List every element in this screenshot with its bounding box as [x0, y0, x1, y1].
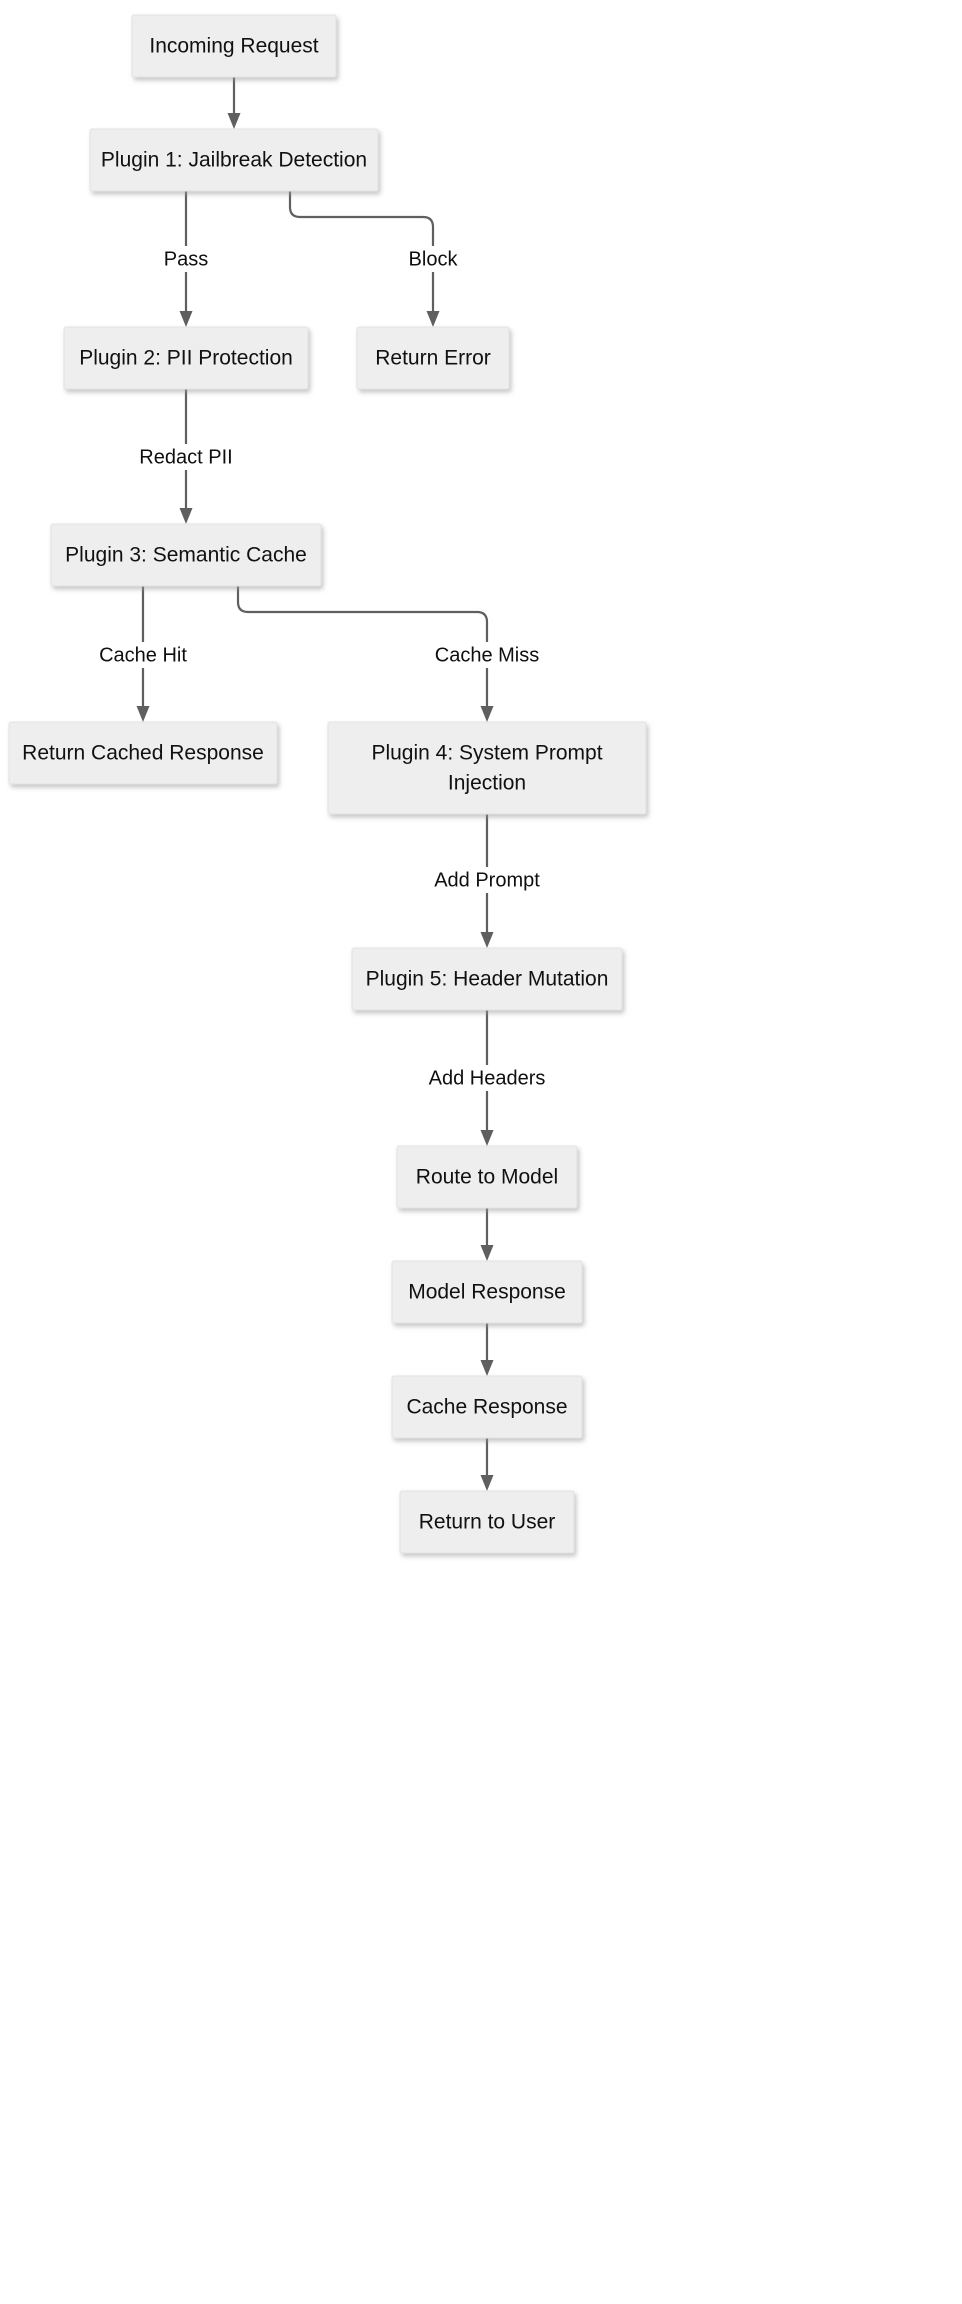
edge-line	[236, 586, 489, 707]
node-label: Plugin 5: Header Mutation	[366, 968, 609, 991]
edge-label-text: Cache Hit	[99, 644, 187, 666]
edge-label-backdrop	[160, 246, 212, 272]
node-box	[327, 721, 647, 815]
edge-label-backdrop	[90, 642, 196, 668]
edge-label-plugin4-plugin5: Add Prompt	[429, 867, 545, 893]
arrow-head-icon	[480, 932, 494, 948]
node-box	[399, 1490, 575, 1554]
arrow-head-icon	[179, 508, 193, 524]
flow-node-plugin3[interactable]: Plugin 3: Semantic Cache	[50, 523, 322, 587]
node-label: Cache Response	[406, 1396, 567, 1419]
flow-node-plugin5[interactable]: Plugin 5: Header Mutation	[351, 947, 623, 1011]
edge-label-text: Redact PII	[139, 446, 232, 468]
edge-label-backdrop	[429, 867, 545, 893]
arrow-head-icon	[480, 1360, 494, 1376]
flow-edge-plugin3-plugin4	[236, 586, 494, 722]
node-box	[89, 128, 379, 192]
node-label: Return Error	[375, 347, 491, 370]
arrow-head-icon	[227, 113, 241, 129]
node-box	[351, 947, 623, 1011]
flow-edge-plugin1-returnerror	[288, 191, 440, 327]
edge-label-plugin2-plugin3: Redact PII	[128, 444, 244, 470]
arrow-head-icon	[179, 311, 193, 327]
node-box	[50, 523, 322, 587]
edge-label-plugin3-plugin4: Cache Miss	[429, 642, 545, 668]
flow-node-returncached[interactable]: Return Cached Response	[8, 721, 278, 785]
flow-edge-incoming-plugin1	[227, 77, 241, 129]
flow-node-returnuser[interactable]: Return to User	[399, 1490, 575, 1554]
edge-line	[288, 191, 435, 312]
flow-node-cacheresponse[interactable]: Cache Response	[391, 1375, 583, 1439]
flow-edge-cacheresponse-returnuser	[480, 1438, 494, 1491]
edge-label-plugin3-returncached: Cache Hit	[90, 642, 196, 668]
edge-label-backdrop	[128, 444, 244, 470]
edge-label-text: Block	[409, 248, 459, 270]
flow-edge-routemodel-modelresponse	[480, 1208, 494, 1261]
flow-node-incoming[interactable]: Incoming Request	[131, 14, 337, 78]
node-label-line2: Injection	[448, 772, 526, 795]
edge-label-text: Pass	[164, 248, 208, 270]
node-box	[391, 1375, 583, 1439]
edge-label-plugin1-plugin2: Pass	[160, 246, 212, 272]
arrow-head-icon	[480, 1475, 494, 1491]
arrow-head-icon	[480, 706, 494, 722]
arrow-head-icon	[480, 1130, 494, 1146]
node-box	[356, 326, 510, 390]
edge-label-backdrop	[424, 1065, 550, 1091]
node-label: Return Cached Response	[22, 742, 264, 765]
node-label: Plugin 1: Jailbreak Detection	[101, 149, 367, 172]
edge-label-backdrop	[429, 642, 545, 668]
edge-label-plugin5-routemodel: Add Headers	[424, 1065, 550, 1091]
node-box	[396, 1145, 578, 1209]
flow-node-modelresponse[interactable]: Model Response	[391, 1260, 583, 1324]
node-box	[8, 721, 278, 785]
node-label-line1: Plugin 4: System Prompt	[371, 742, 602, 765]
arrow-head-icon	[426, 311, 440, 327]
node-label: Return to User	[419, 1511, 556, 1534]
node-box	[391, 1260, 583, 1324]
flow-node-returnerror[interactable]: Return Error	[356, 326, 510, 390]
edge-label-text: Cache Miss	[435, 644, 539, 666]
node-label: Model Response	[408, 1281, 566, 1304]
arrow-head-icon	[136, 706, 150, 722]
arrow-head-icon	[480, 1245, 494, 1261]
flow-node-routemodel[interactable]: Route to Model	[396, 1145, 578, 1209]
flow-edge-modelresponse-cacheresponse	[480, 1323, 494, 1376]
node-label: Plugin 2: PII Protection	[79, 347, 293, 370]
flow-node-plugin2[interactable]: Plugin 2: PII Protection	[63, 326, 309, 390]
edge-label-plugin1-returnerror: Block	[401, 246, 465, 272]
flow-node-plugin1[interactable]: Plugin 1: Jailbreak Detection	[89, 128, 379, 192]
node-label: Plugin 3: Semantic Cache	[65, 544, 307, 567]
node-label: Incoming Request	[149, 35, 318, 58]
edge-label-backdrop	[401, 246, 465, 272]
node-box	[131, 14, 337, 78]
edge-label-text: Add Headers	[429, 1067, 546, 1089]
edge-label-text: Add Prompt	[434, 869, 540, 891]
node-box	[63, 326, 309, 390]
node-label: Route to Model	[416, 1166, 558, 1189]
